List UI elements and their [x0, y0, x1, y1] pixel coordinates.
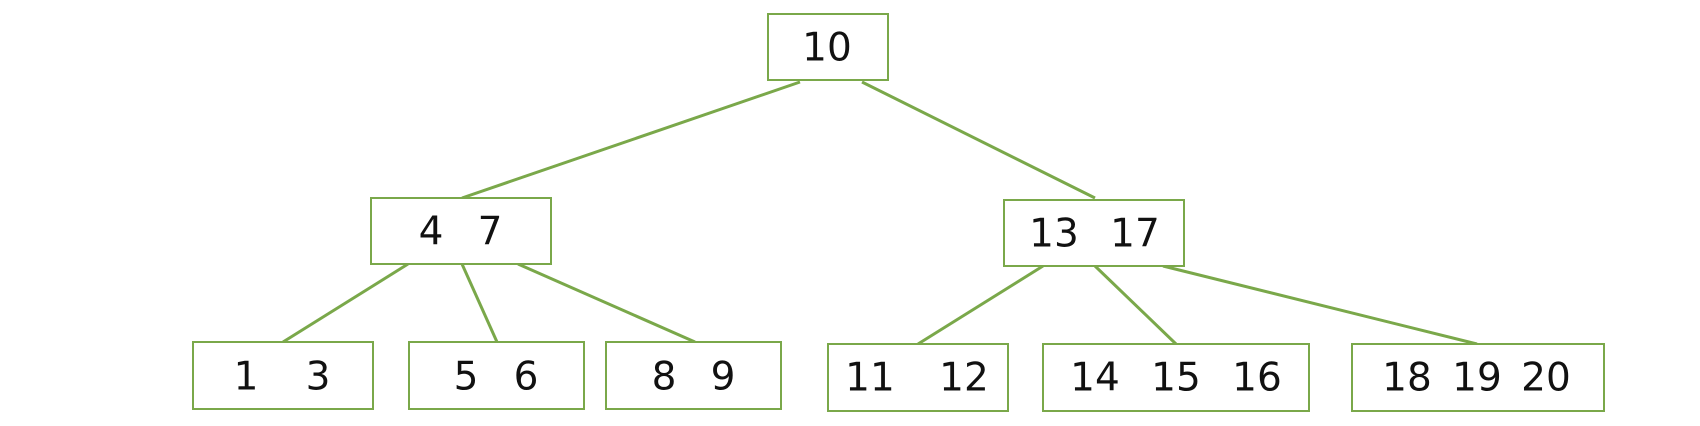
node-8-9-key-1: 8 — [652, 355, 677, 400]
node-18-19-20-key-2: 19 — [1452, 356, 1502, 401]
node-8-9: 8 9 — [605, 341, 782, 410]
node-14-15-16-key-2: 15 — [1151, 356, 1201, 401]
edge-node-4-7-to-node-5-6 — [460, 263, 499, 343]
edge-node-4-7-to-node-1-3 — [282, 262, 409, 344]
node-11-12-box — [827, 343, 1009, 412]
node-13-17-key-1: 13 — [1029, 212, 1079, 257]
edge-node-4-7-to-node-8-9 — [517, 262, 696, 344]
node-8-9-box — [605, 341, 782, 410]
node-18-19-20-key-1: 18 — [1382, 356, 1432, 401]
node-4-7: 4 7 — [370, 197, 552, 265]
node-1-3-key-2: 3 — [306, 355, 331, 400]
node-5-6-key-1: 5 — [454, 355, 479, 400]
node-14-15-16-box — [1042, 343, 1310, 412]
node-4-7-key-1: 4 — [419, 210, 444, 255]
edge-node-13-17-to-node-18-19-20 — [1162, 264, 1478, 346]
node-18-19-20-box — [1351, 343, 1605, 412]
node-root-box — [767, 13, 889, 81]
node-4-7-box — [370, 197, 552, 265]
node-14-15-16: 14 15 16 — [1042, 343, 1310, 412]
node-18-19-20: 18 19 20 — [1351, 343, 1605, 412]
node-4-7-key-2: 7 — [478, 210, 503, 255]
node-root: 10 — [767, 13, 889, 81]
node-18-19-20-key-3: 20 — [1521, 356, 1571, 401]
edge-node-13-17-to-node-14-15-16 — [1093, 264, 1178, 346]
tree-edges — [282, 80, 1478, 346]
node-8-9-key-2: 9 — [711, 355, 736, 400]
node-14-15-16-key-1: 14 — [1070, 356, 1120, 401]
node-14-15-16-key-3: 16 — [1232, 356, 1282, 401]
edge-node-13-17-to-node-11-12 — [917, 264, 1044, 346]
node-1-3-box — [192, 341, 374, 410]
node-1-3-key-1: 1 — [234, 355, 259, 400]
edge-root-to-node-13-17 — [861, 80, 1096, 200]
node-11-12-key-1: 11 — [845, 356, 895, 401]
node-root-key-1: 10 — [802, 26, 852, 71]
node-13-17: 13 17 — [1003, 199, 1185, 267]
node-5-6: 5 6 — [408, 341, 585, 410]
node-5-6-key-2: 6 — [514, 355, 539, 400]
node-11-12: 11 12 — [827, 343, 1009, 412]
node-1-3: 1 3 — [192, 341, 374, 410]
edge-root-to-node-4-7 — [461, 80, 801, 200]
node-13-17-key-2: 17 — [1110, 212, 1160, 257]
node-5-6-box — [408, 341, 585, 410]
node-13-17-box — [1003, 199, 1185, 267]
node-11-12-key-2: 12 — [939, 356, 989, 401]
